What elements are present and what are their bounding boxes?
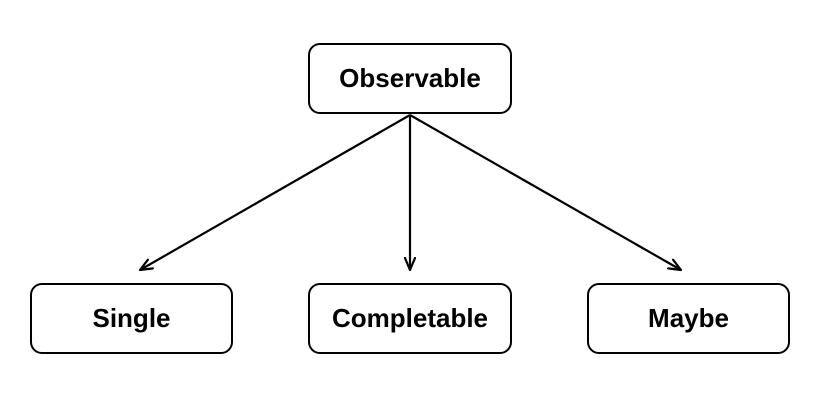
node-completable-label: Completable [331,303,489,333]
edge-observable-to-single [140,114,411,270]
node-completable: Completable [308,283,512,354]
node-observable: Observable [308,43,512,114]
node-maybe: Maybe [587,283,790,354]
node-single-label: Single [92,303,171,333]
edge-observable-to-maybe [409,114,681,270]
node-single: Single [30,283,233,354]
node-observable-label: Observable [339,63,481,93]
node-maybe-label: Maybe [648,303,729,333]
